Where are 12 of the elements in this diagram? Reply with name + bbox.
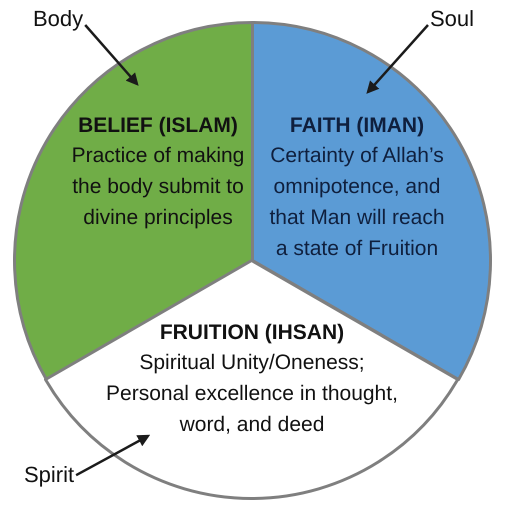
callout-label: Spirit [24,462,74,488]
callout-label: Body [33,6,84,32]
arrow [76,434,150,476]
segment-heading: BELIEF (ISLAM) [77,113,239,139]
segment-description: Spiritual Unity/Oneness; Personal excellence in thought, word, and deed [105,350,399,438]
arrow [84,24,139,86]
segment-description: Practice of making the body submit to divine principles [70,143,246,231]
arrow [366,24,429,94]
segment-description: Certainty of Allah’s omnipotence, and that Man will reach a state of Fruition [268,143,446,262]
segment-heading: FRUITION (IHSAN) [158,320,346,346]
callout-label: Soul [430,6,474,32]
segment-heading: FAITH (IMAN) [288,113,426,139]
